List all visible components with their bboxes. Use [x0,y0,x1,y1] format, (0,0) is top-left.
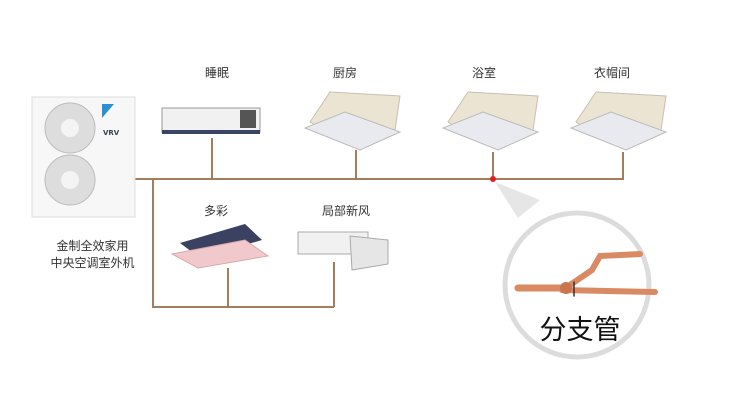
branch-pipe-label: 分支管 [539,315,621,346]
colorful-cassette-unit [170,224,270,269]
fresh-air-unit [297,231,389,271]
label-sleep: 睡眠 [204,66,230,80]
branch-joint-dot [490,176,496,182]
bath-cassette-unit [441,91,540,151]
closet-cassette-unit [569,91,668,151]
label-closet: 衣帽间 [593,66,631,80]
label-colorful: 多彩 [203,204,229,218]
label-bath: 浴室 [471,66,497,80]
kitchen-cassette-unit [303,91,402,151]
outdoor-label-line2: 中央空调室外机 [50,256,135,270]
branch-pipe-icon [514,251,658,297]
callout-pointer [495,182,540,218]
outdoor-unit-illustration: VRV [31,96,136,218]
label-kitchen: 厨房 [332,66,358,80]
svg-text:VRV: VRV [103,129,120,137]
callout-circle [502,210,652,360]
lower-branch-pipe [152,179,334,308]
label-fresh-air: 局部新风 [321,204,371,218]
outdoor-label-line1: 金制全效家用 [56,239,129,253]
sleep-duct-unit [161,107,261,134]
